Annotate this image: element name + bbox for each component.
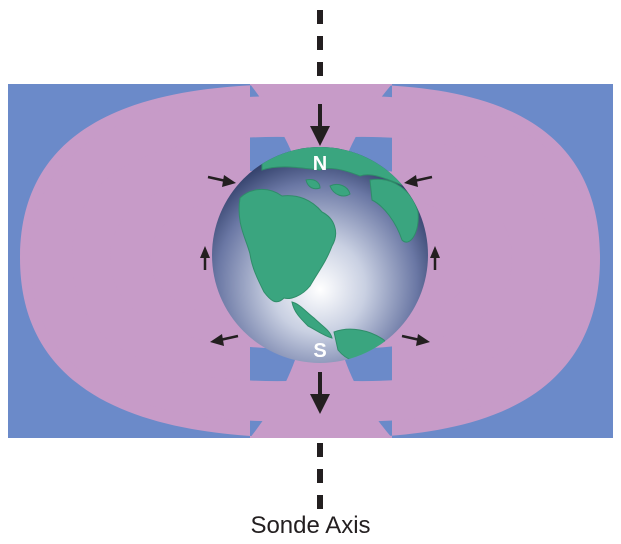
arrow-icon <box>207 175 236 187</box>
arrow-icon <box>401 334 430 346</box>
north-pole-label: N <box>313 153 327 175</box>
field-lines <box>8 84 613 438</box>
arrow-icon <box>210 334 239 346</box>
field-band-left-2 <box>110 169 318 349</box>
field-band-left-1 <box>30 95 318 422</box>
south-pole-label: S <box>313 340 326 362</box>
field-band-right-1 <box>322 95 592 422</box>
arrow-icon <box>430 246 440 270</box>
field-band-right-2 <box>322 169 512 349</box>
field-arrows <box>200 104 440 414</box>
arrow-icon <box>310 104 330 146</box>
sonde-axis-caption: Sonde Axis <box>250 512 371 539</box>
earth-globe-icon: N S <box>212 147 428 363</box>
arrow-icon <box>310 372 330 414</box>
field-band-outer <box>20 84 600 438</box>
arrow-icon <box>200 246 210 270</box>
arrow-icon <box>404 175 433 187</box>
sonde-axis-line <box>317 10 323 509</box>
